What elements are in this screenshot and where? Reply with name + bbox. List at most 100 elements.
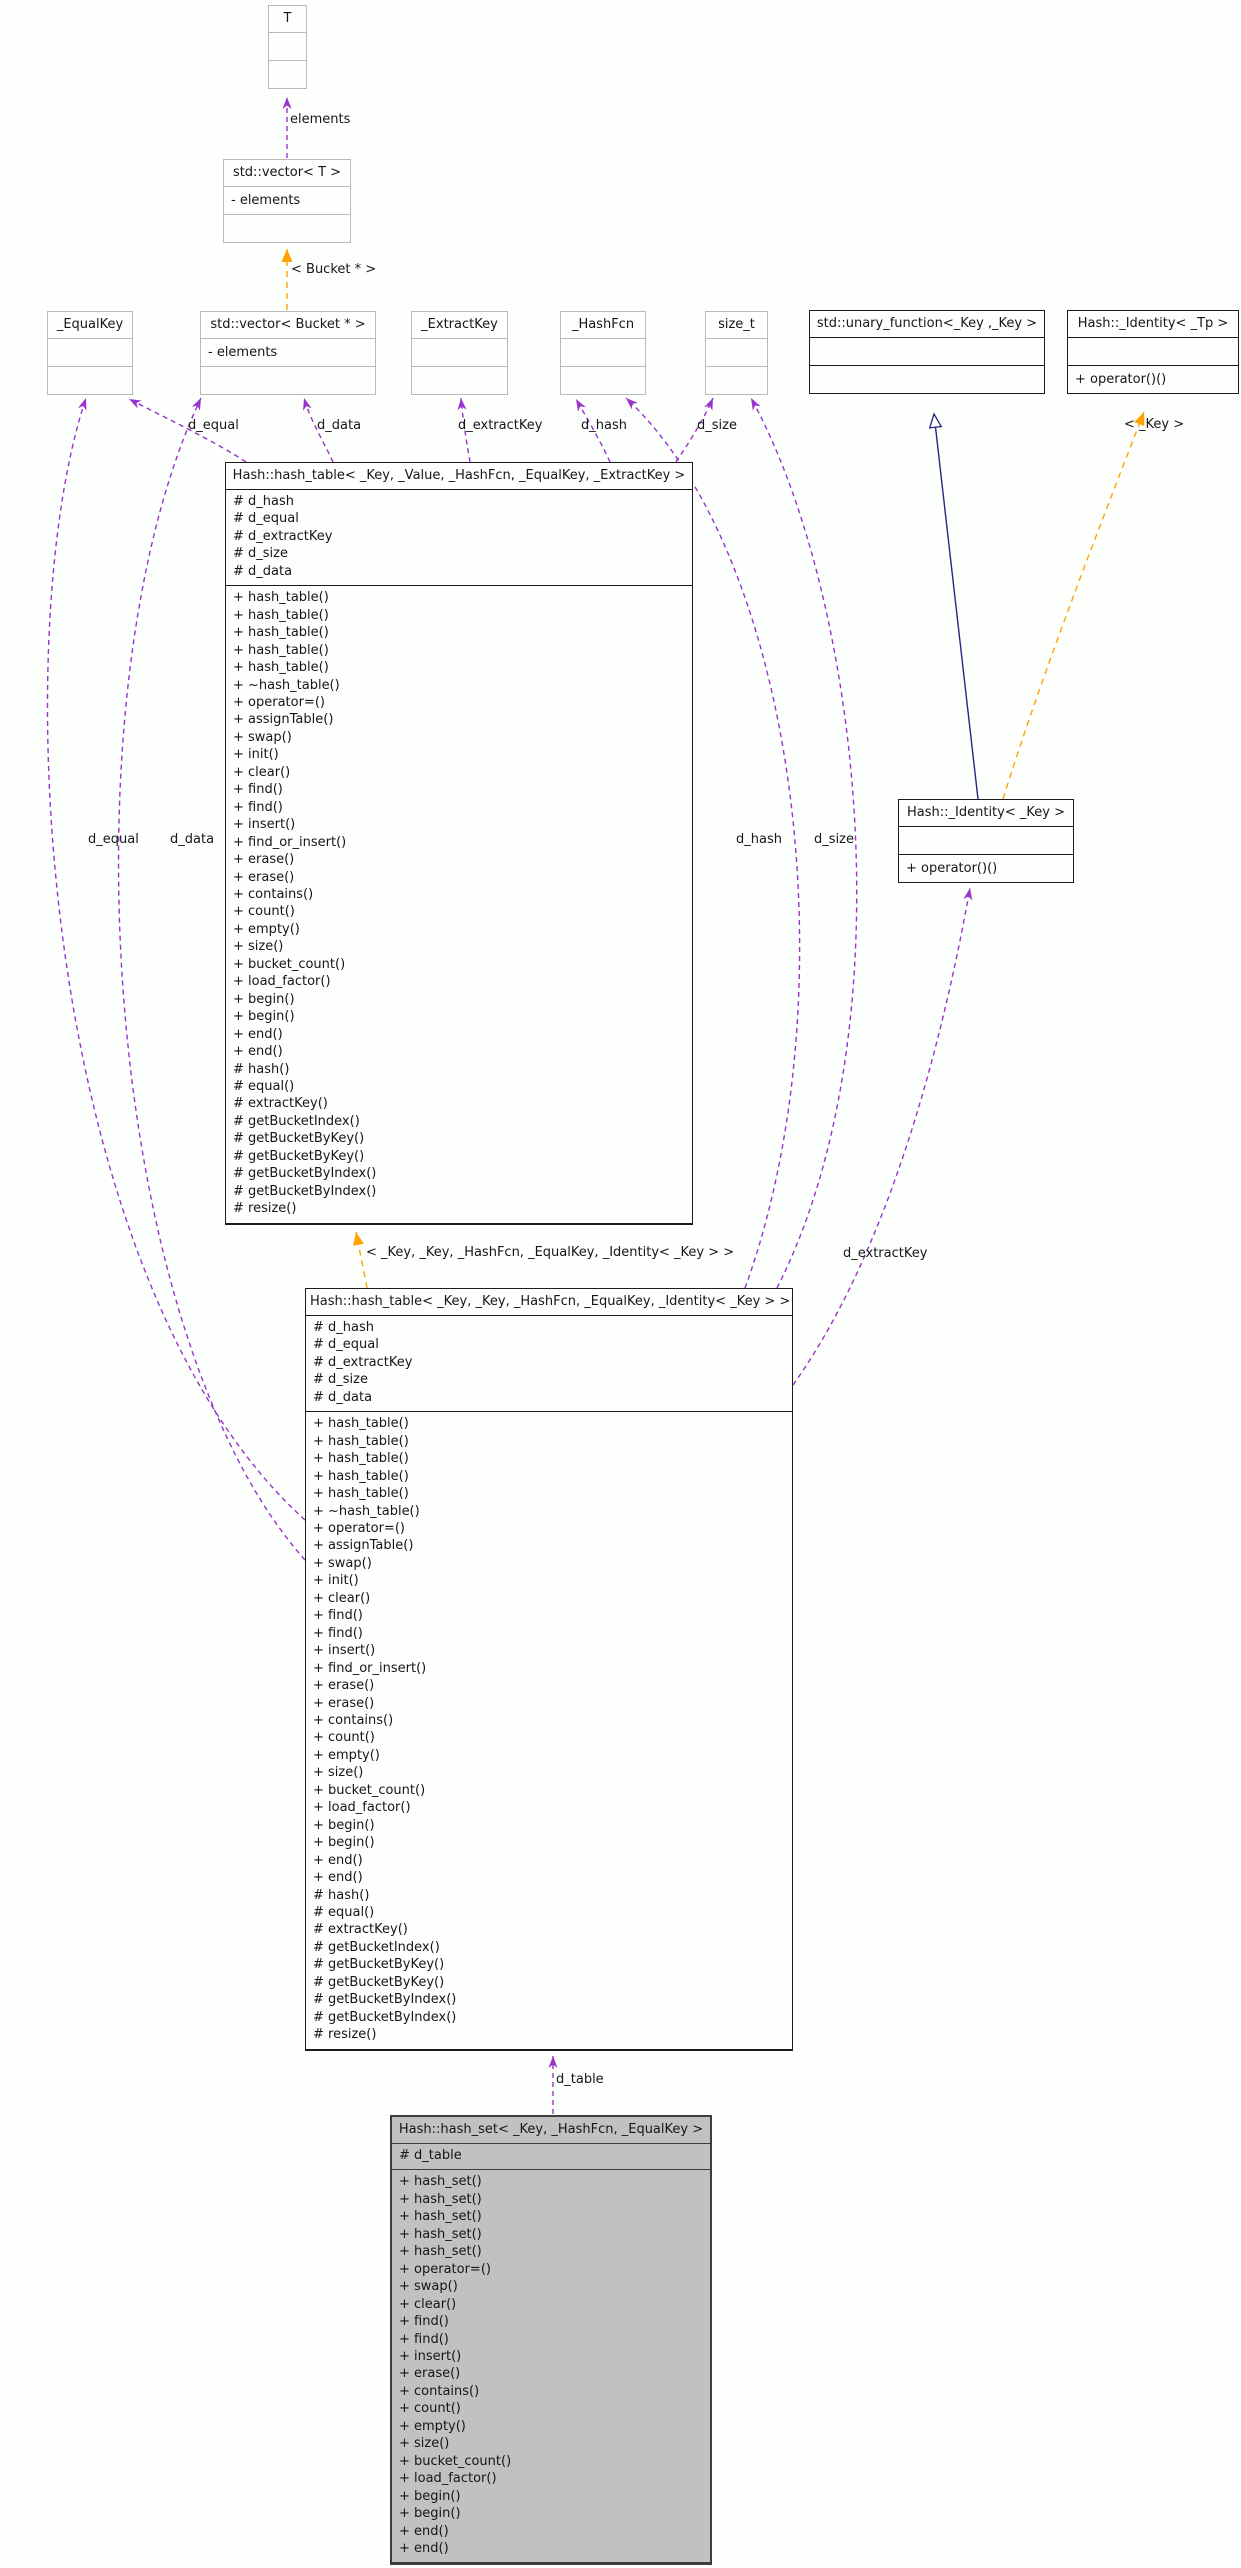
member: + find()	[233, 799, 283, 815]
member: + operator=()	[233, 694, 325, 710]
member: + end()	[233, 1026, 283, 1042]
member: + find()	[399, 2314, 449, 2330]
class-box-t: T	[268, 5, 307, 89]
member: # getBucketByIndex()	[233, 1166, 377, 1182]
member: # d_hash	[233, 494, 294, 509]
class-title: T	[269, 6, 306, 33]
methods-compartment-empty	[224, 215, 350, 242]
member: + bucket_count()	[313, 1782, 426, 1798]
member: # equal()	[313, 1904, 375, 1920]
member: + end()	[399, 2540, 449, 2556]
member: + hash_set()	[399, 2226, 482, 2242]
member: + swap()	[399, 2279, 458, 2295]
edge-label-d-table: d_table	[556, 2072, 604, 2087]
class-box-extractkey: _ExtractKey	[411, 311, 508, 395]
attributes-compartment-empty	[1068, 338, 1238, 366]
member: + clear()	[313, 1590, 371, 1606]
member: + load_factor()	[313, 1800, 411, 1816]
member: + hash_table()	[313, 1416, 409, 1432]
member: # getBucketByIndex()	[233, 1183, 377, 1199]
edge-label-d-extractKey-2: d_extractKey	[843, 1246, 928, 1261]
member: + end()	[399, 2523, 449, 2539]
attribute: - elements	[224, 187, 350, 215]
class-title: _HashFcn	[561, 312, 645, 339]
class-box-identity-key[interactable]: Hash::_Identity< _Key > + operator()()	[898, 799, 1074, 883]
member: + find()	[233, 782, 283, 798]
attributes-compartment-empty	[899, 827, 1073, 855]
member: + operator=()	[313, 1520, 405, 1536]
member: # d_size	[313, 1372, 368, 1388]
edge-d-equal-1	[128, 398, 247, 463]
edge-d-data-1	[303, 397, 334, 463]
edge-label-bucket-instantiation: < Bucket * >	[291, 262, 377, 277]
member: + begin()	[233, 1009, 295, 1025]
class-box-hash-table-1[interactable]: Hash::hash_table< _Key, _Value, _HashFcn…	[225, 462, 693, 1225]
member: + count()	[233, 904, 295, 920]
member: # getBucketByKey()	[313, 1974, 445, 1990]
member: # equal()	[233, 1078, 295, 1094]
attributes-compartment-empty	[412, 339, 507, 367]
edge-label-d-data-2: d_data	[170, 832, 215, 847]
member: + size()	[233, 939, 284, 955]
attributes-compartment-empty	[561, 339, 645, 367]
member: + operator=()	[399, 2261, 491, 2277]
edge-d-size-2	[750, 397, 858, 1289]
attributes-compartment: # d_hash# d_equal# d_extractKey# d_size#…	[226, 490, 692, 587]
class-box-hashfcn: _HashFcn	[560, 311, 646, 395]
methods-compartment-empty	[48, 367, 132, 394]
member: + clear()	[233, 764, 291, 780]
member: # getBucketIndex()	[233, 1113, 360, 1129]
edge-d-hash-2	[625, 397, 801, 1289]
class-box-std-vector-bucket: std::vector< Bucket * > - elements	[200, 311, 376, 395]
class-box-identity-tp[interactable]: Hash::_Identity< _Tp > + operator()()	[1067, 310, 1239, 394]
member: + hash_table()	[313, 1468, 409, 1484]
member: + assignTable()	[313, 1538, 414, 1554]
member: + count()	[399, 2401, 461, 2417]
class-box-std-unary-function[interactable]: std::unary_function<_Key ,_Key >	[809, 310, 1045, 394]
methods-compartment-empty	[201, 367, 375, 394]
member: # d_data	[313, 1389, 373, 1405]
edge-d-extractKey-2	[792, 887, 973, 1386]
class-box-std-vector-t: std::vector< T > - elements	[223, 159, 351, 243]
methods-compartment: + hash_table() + hash_table() + hash_table…	[306, 1412, 792, 2050]
attributes-compartment-empty	[48, 339, 132, 367]
method: + operator()()	[1075, 372, 1167, 387]
member: + hash_table()	[313, 1486, 409, 1502]
edge-label-elements: elements	[290, 112, 351, 127]
class-box-equalkey: _EqualKey	[47, 311, 133, 395]
edge-table-instantiation	[353, 1231, 368, 1289]
methods-compartment-empty	[412, 367, 507, 394]
attributes-compartment: # d_hash# d_equal# d_extractKey# d_size#…	[306, 1316, 792, 1413]
attributes-compartment-empty	[269, 33, 306, 61]
member: # d_extractKey	[233, 528, 333, 544]
member: + contains()	[399, 2383, 480, 2399]
edge-d-data-2	[117, 397, 306, 1561]
edge-label-d-size-1: d_size	[697, 418, 737, 433]
member: + empty()	[233, 921, 300, 937]
edge-label-key-instantiation: < _Key >	[1124, 417, 1185, 432]
member: # extractKey()	[313, 1922, 408, 1938]
member: + begin()	[313, 1817, 375, 1833]
class-title: _ExtractKey	[412, 312, 507, 339]
member: # getBucketByKey()	[233, 1148, 365, 1164]
attributes-compartment-empty	[706, 339, 767, 367]
class-box-hash-table-2[interactable]: Hash::hash_table< _Key, _Key, _HashFcn, …	[305, 1288, 793, 2051]
member: # hash()	[313, 1887, 370, 1903]
class-title: std::unary_function<_Key ,_Key >	[810, 311, 1044, 338]
class-box-hash-set-current: Hash::hash_set< _Key, _HashFcn, _EqualKe…	[390, 2115, 712, 2566]
member: + init()	[233, 747, 279, 763]
member: + size()	[399, 2436, 450, 2452]
member: # getBucketByKey()	[233, 1131, 365, 1147]
methods-compartment: + hash_table()+ hash_table()+ hash_table…	[226, 586, 692, 1224]
member: + empty()	[399, 2418, 466, 2434]
member: + init()	[313, 1573, 359, 1589]
edge-label-d-size-2: d_size	[814, 832, 854, 847]
member: + erase()	[399, 2366, 461, 2382]
methods-compartment-empty	[269, 61, 306, 88]
member: + hash_set()	[399, 2174, 482, 2190]
edge-label-d-extractKey-1: d_extractKey	[458, 418, 543, 433]
member: # hash()	[233, 1061, 290, 1077]
edge-label-d-equal-1: d_equal	[188, 418, 239, 433]
